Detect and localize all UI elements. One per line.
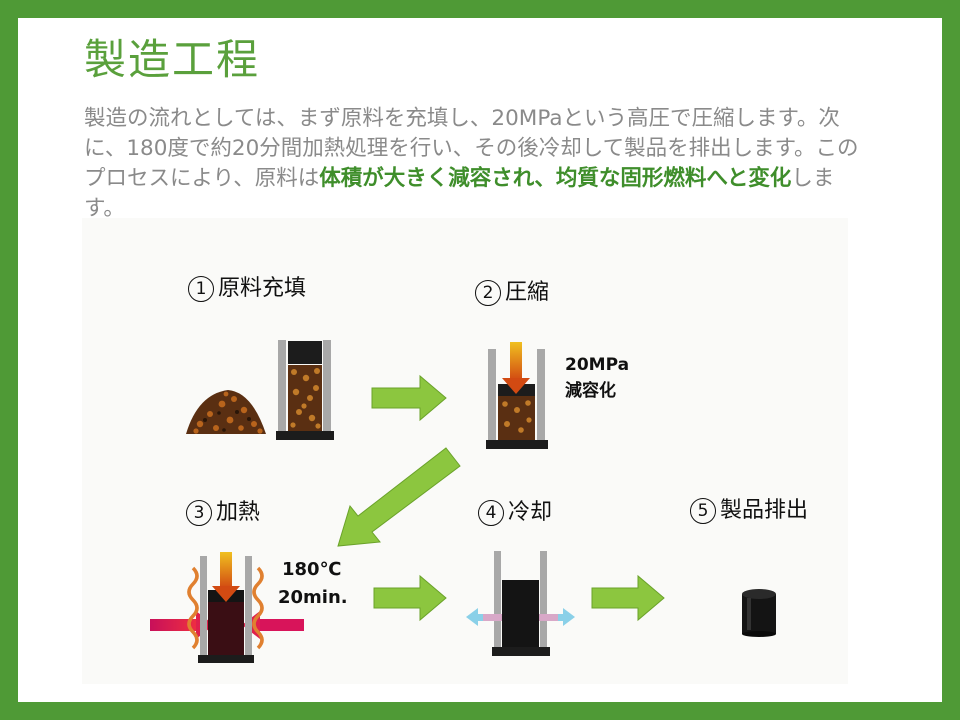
compress-params: 20MPa 減容化 (565, 352, 629, 404)
heat-params: 180℃ 20min. (278, 556, 348, 612)
pressure-value: 20MPa (565, 355, 630, 375)
compression-cylinder-icon (486, 342, 548, 449)
duration-value: 20min. (278, 587, 348, 608)
description-text-1: 製造の流れとしては、まず原料を充填し、20MPaという高圧で圧縮します。次に、1… (84, 106, 859, 191)
description-text-2: します。 (84, 166, 835, 221)
arrow-diagonal-icon (337, 447, 461, 547)
page-title: 製造工程 (84, 35, 261, 84)
temperature-value: 180℃ (282, 559, 342, 580)
arrow-right-icon (373, 574, 447, 622)
cooling-cylinder-icon (466, 551, 575, 656)
arrow-right-icon (591, 574, 665, 622)
volume-reduction-text: 減容化 (565, 381, 616, 401)
raw-material-pile-icon (186, 390, 266, 434)
filled-cylinder-icon (276, 340, 334, 440)
description-paragraph: 製造の流れとしては、まず原料を充填し、20MPaという高圧で圧縮します。次に、1… (84, 104, 864, 224)
product-pellet-icon (742, 589, 776, 637)
description-highlight: 体積が大きく減容され、均質な固形燃料へと変化 (319, 166, 792, 191)
arrow-right-icon (371, 374, 447, 422)
heating-cylinder-icon (150, 552, 304, 663)
